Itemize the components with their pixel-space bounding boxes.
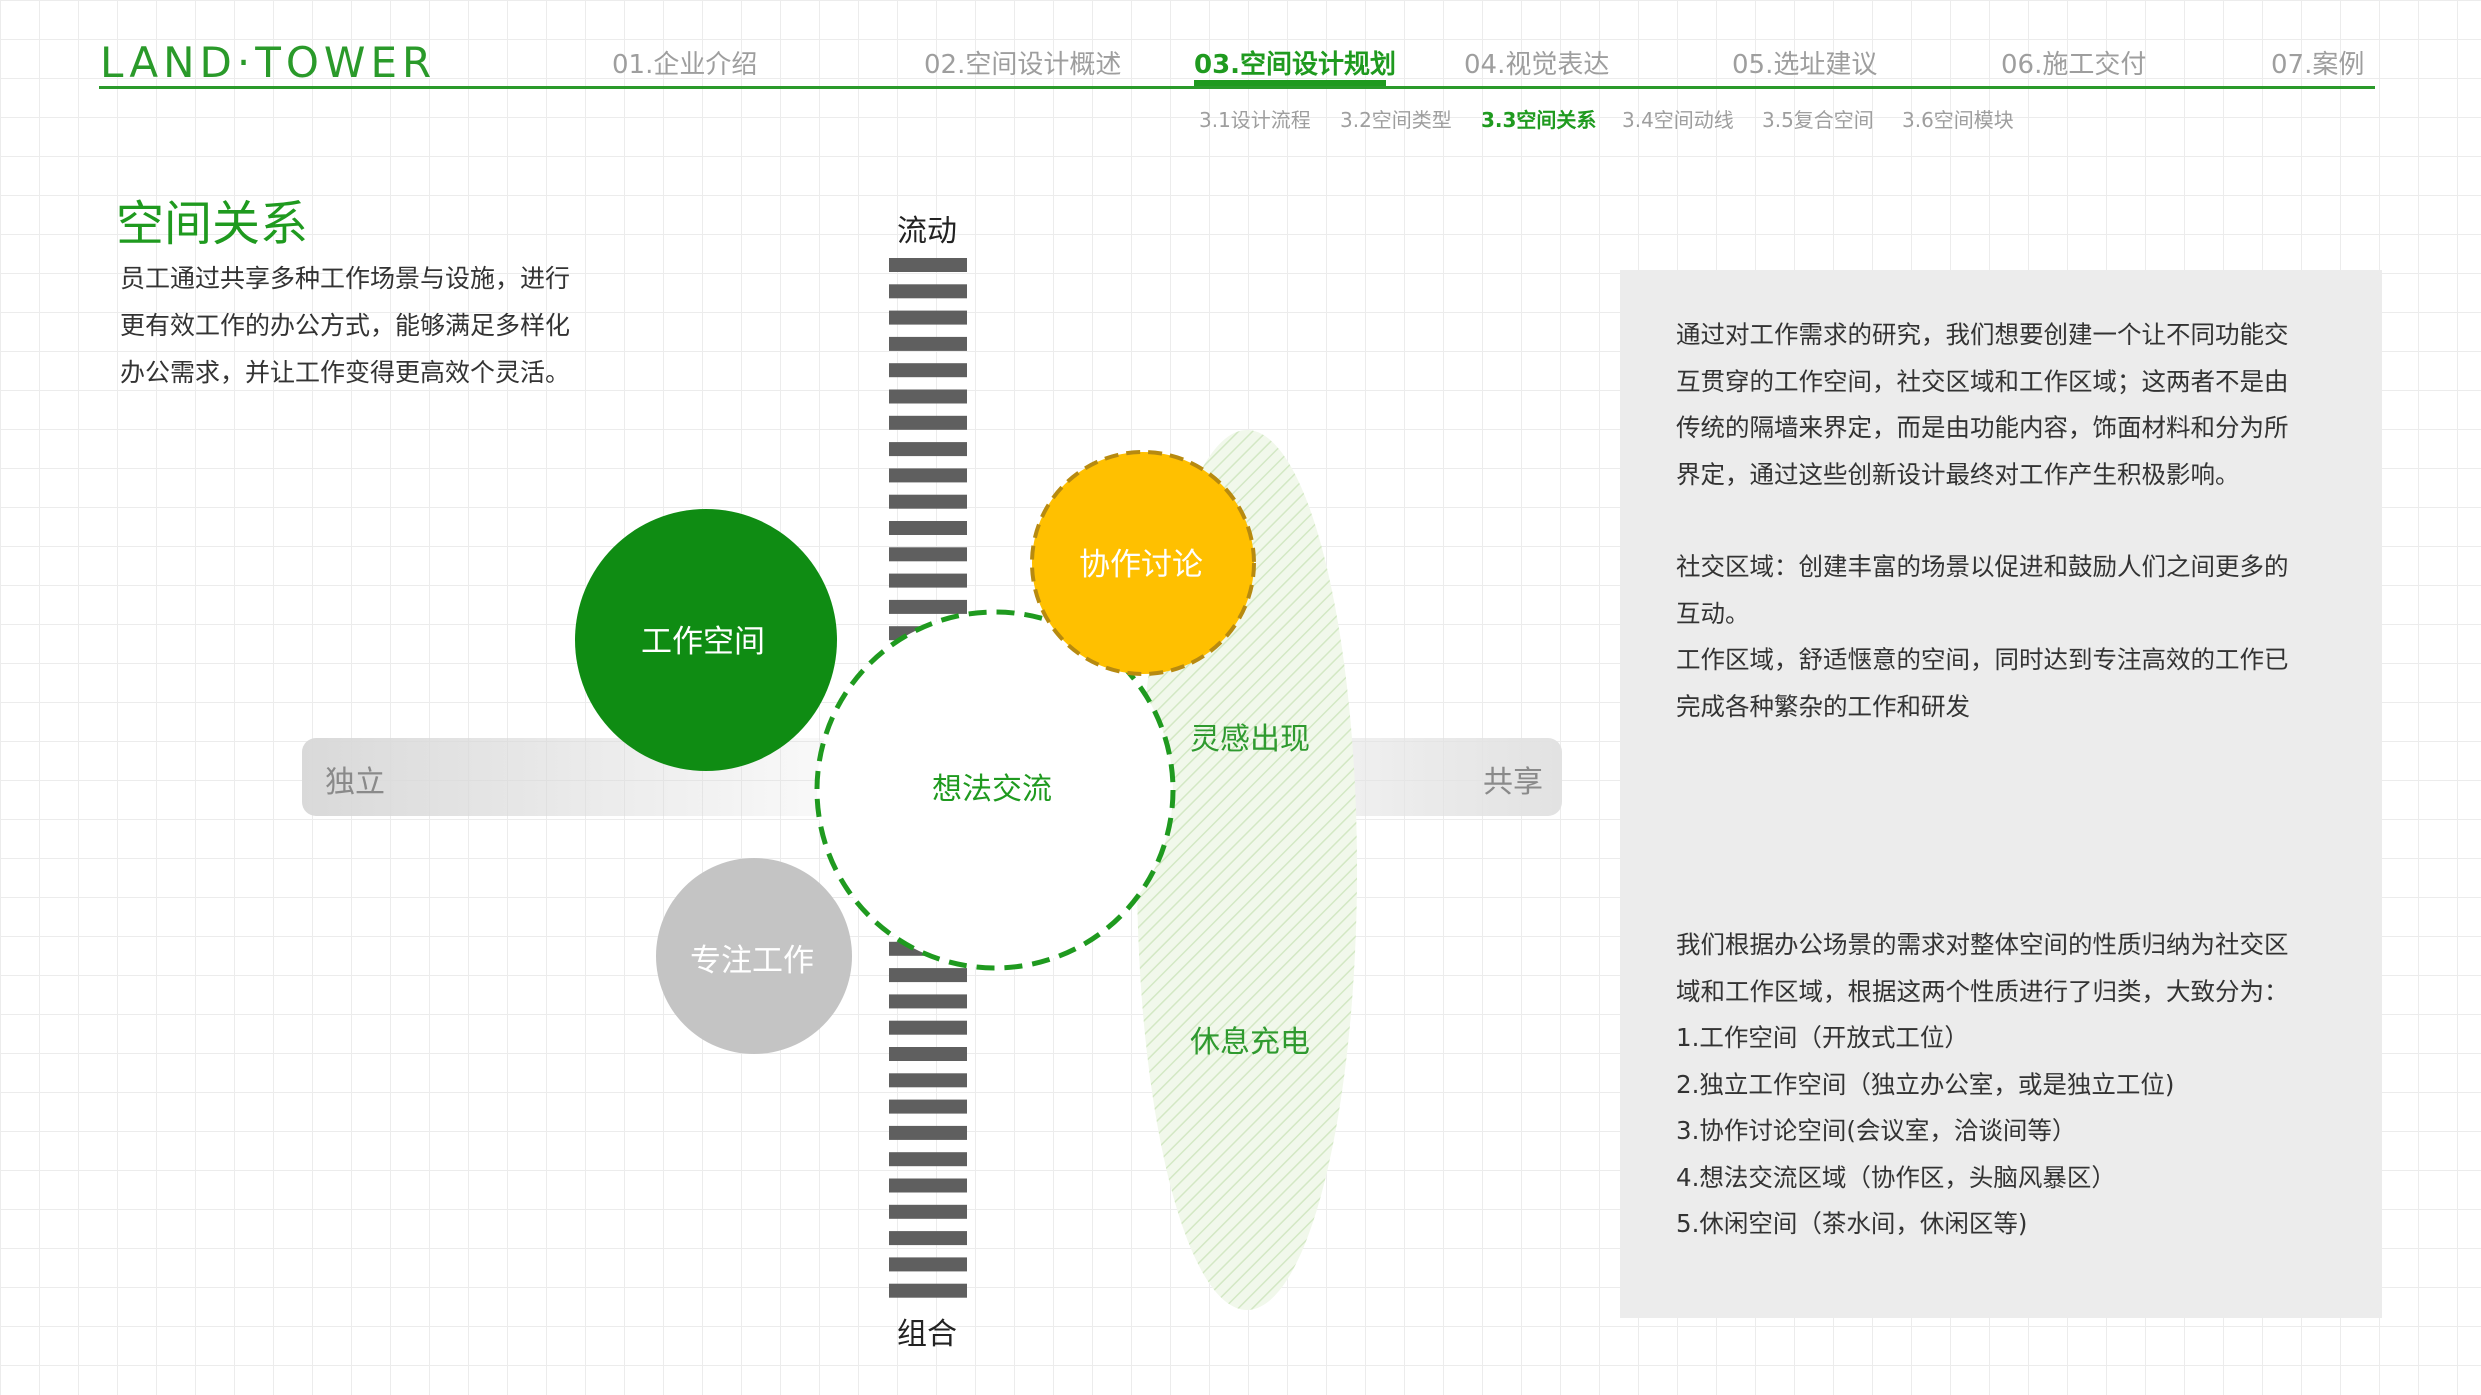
- panel-line: 工作区域，舒适惬意的空间，同时达到专注高效的工作已: [1676, 645, 2289, 674]
- axis-stripe: [889, 284, 967, 299]
- axis-stripe: [889, 310, 967, 325]
- panel-line: 3.协作讨论空间(会议室，洽谈间等）: [1676, 1116, 2077, 1145]
- focus-work-label: 专注工作: [690, 943, 814, 979]
- axis-stripe: [889, 1073, 967, 1088]
- panel-line: 通过对工作需求的研究，我们想要创建一个让不同功能交: [1676, 320, 2289, 349]
- subnav-design-process[interactable]: 3.1设计流程: [1199, 108, 1311, 132]
- axis-label-combination: 组合: [897, 1317, 957, 1352]
- panel-line: 我们根据办公场景的需求对整体空间的性质归纳为社交区: [1676, 930, 2289, 959]
- work-space-label: 工作空间: [641, 624, 765, 660]
- axis-stripe: [889, 1204, 967, 1219]
- axis-stripe: [889, 994, 967, 1009]
- axis-stripe: [889, 468, 967, 483]
- axis-stripe: [889, 1020, 967, 1035]
- header-divider: [99, 86, 2375, 89]
- panel-line: 2.独立工作空间（独立办公室，或是独立工位): [1676, 1069, 2175, 1099]
- axis-stripe: [889, 1047, 967, 1061]
- panel-line: 互贯穿的工作空间，社交区域和工作区域；这两者不是由: [1676, 366, 2289, 396]
- axis-stripe: [889, 968, 967, 983]
- subnav-composite-space[interactable]: 3.5复合空间: [1762, 108, 1874, 132]
- intro-line: 更有效工作的办公方式，能够满足多样化: [120, 311, 571, 340]
- axis-stripe: [889, 336, 967, 351]
- nav-tab-space-overview[interactable]: 02.空间设计概述: [924, 50, 1122, 80]
- inspiration-label: 灵感出现: [1190, 722, 1310, 757]
- nav-tab-space-planning[interactable]: 03.空间设计规划: [1194, 50, 1397, 80]
- brand-logo[interactable]: LAND·TOWER: [100, 38, 437, 87]
- axis-stripe: [889, 363, 967, 378]
- axis-stripe: [889, 599, 967, 614]
- nav-tab-company-intro[interactable]: 01.企业介绍: [612, 50, 758, 80]
- axis-stripe: [889, 389, 967, 404]
- nav-tab-construction-delivery[interactable]: 06.施工交付: [2001, 50, 2147, 80]
- info-panel: [1620, 270, 2382, 1318]
- axis-stripe: [889, 1152, 967, 1167]
- axis-stripe: [889, 547, 967, 562]
- panel-line: 传统的隔墙来界定，而是由功能内容，饰面材料和分为所: [1676, 413, 2289, 442]
- page-title: 空间关系: [116, 196, 309, 252]
- panel-line: 1.工作空间（开放式工位）: [1676, 1023, 1969, 1052]
- collab-discussion-label: 协作讨论: [1079, 547, 1203, 583]
- subnav-space-relations[interactable]: 3.3空间关系: [1481, 108, 1597, 132]
- axis-label-independent: 独立: [325, 765, 385, 800]
- intro-line: 员工通过共享多种工作场景与设施，进行: [120, 264, 571, 293]
- nav-tab-visual-expression[interactable]: 04.视觉表达: [1464, 50, 1610, 80]
- intro-text: 员工通过共享多种工作场景与设施，进行 更有效工作的办公方式，能够满足多样化 办公…: [120, 255, 610, 396]
- axis-stripe: [889, 415, 967, 430]
- nav-tab-site-suggestion[interactable]: 05.选址建议: [1732, 50, 1878, 80]
- subnav-space-circulation[interactable]: 3.4空间动线: [1622, 108, 1734, 132]
- rest-recharge-label: 休息充电: [1190, 1025, 1310, 1060]
- axis-stripe: [889, 442, 967, 457]
- focus-work-circle[interactable]: [656, 858, 852, 1054]
- axis-stripe: [889, 1099, 967, 1114]
- work-space-circle[interactable]: [575, 509, 837, 771]
- axis-stripe: [889, 1231, 967, 1246]
- axis-stripe: [889, 1257, 967, 1272]
- panel-line: 社交区域：创建丰富的场景以促进和鼓励人们之间更多的: [1676, 552, 2289, 581]
- axis-bar-left: [302, 738, 922, 816]
- panel-paragraph-categories: 我们根据办公场景的需求对整体空间的性质归纳为社交区 域和工作区域，根据这两个性质…: [1676, 922, 2356, 1248]
- axis-stripe: [889, 521, 967, 535]
- subnav-space-types[interactable]: 3.2空间类型: [1340, 108, 1452, 132]
- intro-line: 办公需求，并让工作变得更高效个灵活。: [120, 358, 571, 387]
- ideas-exchange-label: 想法交流: [932, 772, 1052, 807]
- panel-line: 完成各种繁杂的工作和研发: [1676, 691, 1970, 721]
- axis-stripe: [889, 1178, 967, 1193]
- panel-line: 4.想法交流区域（协作区，头脑风暴区）: [1676, 1162, 2116, 1192]
- panel-line: 互动。: [1676, 598, 1750, 628]
- axis-label-shared: 共享: [1483, 765, 1543, 800]
- ideas-exchange-circle[interactable]: [814, 609, 1176, 971]
- axis-stripe: [889, 494, 967, 509]
- subnav-space-modules[interactable]: 3.6空间模块: [1902, 108, 2014, 132]
- axis-stripe: [889, 258, 967, 272]
- nav-active-indicator: [1194, 80, 1386, 86]
- panel-paragraph-zones: 社交区域：创建丰富的场景以促进和鼓励人们之间更多的 互动。 工作区域，舒适惬意的…: [1676, 544, 2356, 730]
- axis-stripe: [889, 573, 967, 588]
- panel-line: 域和工作区域，根据这两个性质进行了归类，大致分为：: [1676, 976, 2289, 1006]
- axis-stripe: [889, 1125, 967, 1140]
- axis-stripe: [889, 1283, 967, 1298]
- axis-label-flow: 流动: [897, 214, 957, 249]
- nav-tab-cases[interactable]: 07.案例: [2271, 50, 2365, 80]
- panel-line: 界定，通过这些创新设计最终对工作产生积极影响。: [1676, 459, 2240, 489]
- panel-paragraph-intro: 通过对工作需求的研究，我们想要创建一个让不同功能交 互贯穿的工作空间，社交区域和…: [1676, 312, 2356, 498]
- panel-line: 5.休闲空间（茶水间，休闲区等): [1676, 1209, 2028, 1238]
- collab-discussion-circle[interactable]: [1030, 450, 1256, 676]
